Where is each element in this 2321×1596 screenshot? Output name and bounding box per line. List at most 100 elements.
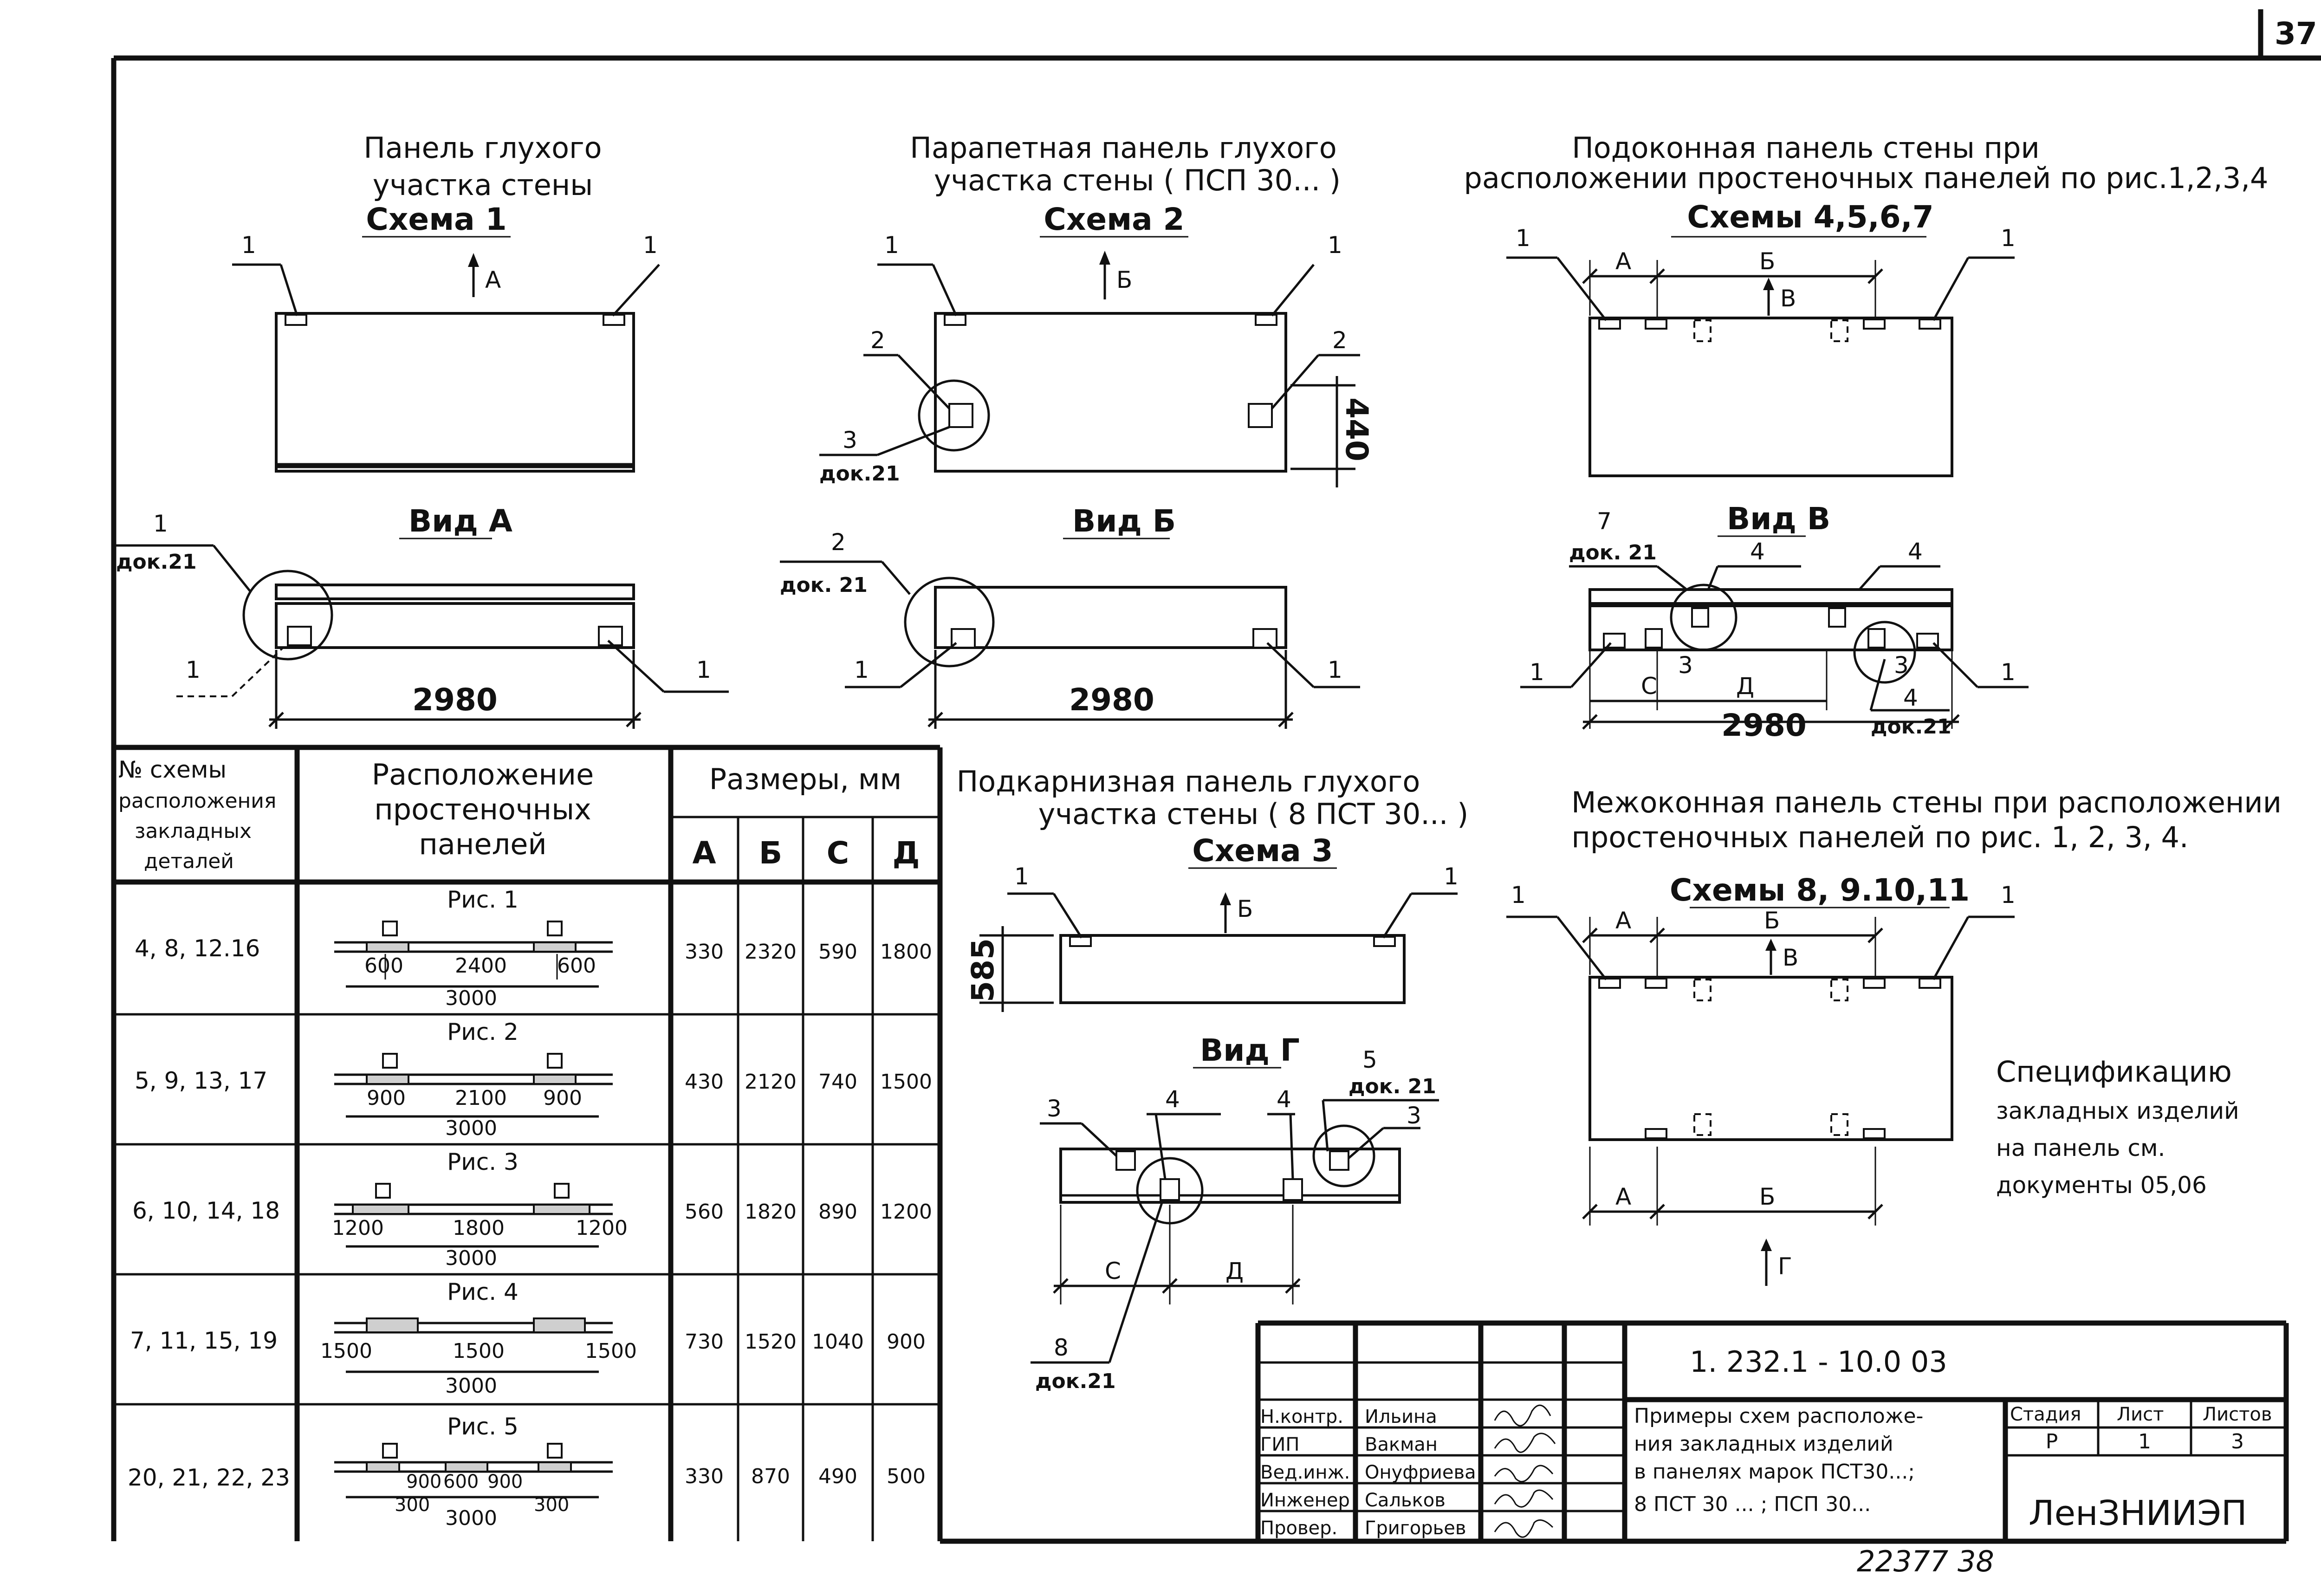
stage-label: Стадия [2010, 1404, 2081, 1425]
scheme8-callout-left: 1 [1511, 882, 1526, 908]
table-head-d: Д [893, 835, 920, 871]
row5-dim4: 900 [487, 1471, 523, 1492]
sheets-value: 3 [2231, 1430, 2244, 1453]
scheme4-view-doc-7: док. 21 [1569, 541, 1657, 564]
row5-schemes: 20, 21, 22, 23 [128, 1464, 290, 1491]
row1-total: 3000 [445, 986, 497, 1010]
row3-dim3: 1200 [576, 1216, 628, 1240]
scheme2-view-callout: 2 [831, 529, 846, 556]
drawing-code: 1. 232.1 - 10.0 03 [1690, 1345, 1947, 1379]
scheme3-callout-8-doc: док.21 [1035, 1369, 1116, 1393]
row2-fig: Рис. 2 [447, 1019, 519, 1045]
scheme3-dim-side: 585 [965, 938, 1001, 1002]
scheme1-title-line2: участка стены [373, 168, 593, 202]
table-row: 20, 21, 22, 23 Рис. 5 300 900 600 900 30… [128, 1413, 926, 1530]
signer-name-5: Григорьев [1365, 1518, 1466, 1539]
scheme1-callout-left: 1 [241, 232, 256, 259]
scheme3-callout-left: 1 [1014, 863, 1029, 890]
row5-a: 330 [685, 1465, 724, 1488]
scheme2-view-doc: док. 21 [780, 573, 868, 597]
signer-name-1: Ильина [1365, 1406, 1437, 1427]
scheme4-view-callout-7: 7 [1597, 508, 1612, 535]
row1-dim3: 600 [557, 954, 596, 978]
scheme2-view-label: Вид Б [1072, 503, 1176, 539]
scheme4-view-panel [1588, 604, 1953, 651]
scheme1-panel [275, 312, 635, 473]
scheme1-callout-right: 1 [643, 232, 658, 259]
scheme3-label: Схема 3 [1192, 833, 1333, 869]
scheme-3: Подкарнизная панель глухого участка стен… [957, 765, 1469, 1393]
scheme1-view-label: Вид А [408, 503, 512, 539]
scheme2-label: Схема 2 [1044, 201, 1184, 237]
scheme8-callout-right: 1 [2001, 882, 2016, 908]
row5-total: 3000 [445, 1506, 497, 1530]
scheme4-view-callout-right: 1 [2001, 659, 2016, 686]
row1-schemes: 4, 8, 12.16 [135, 935, 260, 962]
scheme3-title-line2: участка стены ( 8 ПСТ 30... ) [1038, 797, 1469, 831]
table-row: 4, 8, 12.16 Рис. 1 600 2400 600 3000 330… [135, 886, 932, 1010]
sheet-number: 37 [2275, 16, 2317, 52]
table-head-col1-line4: деталей [144, 850, 234, 873]
row5-d: 500 [887, 1465, 926, 1488]
row3-d: 1200 [880, 1200, 932, 1224]
scheme2-title-line2: участка стены ( ПСП 30... ) [934, 163, 1341, 197]
row2-schemes: 5, 9, 13, 17 [135, 1067, 267, 1094]
scheme1-dim: 2980 [412, 682, 498, 718]
table-head-c: С [827, 835, 849, 871]
signer-role-1: Н.контр. [1260, 1406, 1343, 1427]
scheme8-title-line2: простеночных панелей по рис. 1, 2, 3, 4. [1571, 820, 2188, 854]
scheme-2: Парапетная панель глухого участка стены … [780, 131, 1374, 729]
row3-fig: Рис. 3 [447, 1148, 519, 1175]
scheme3-panel [1059, 934, 1406, 1004]
scheme3-callout-4b: 4 [1277, 1086, 1291, 1113]
signer-role-4: Инженер [1260, 1490, 1350, 1511]
schemes-table: № схемы расположения закладных деталей Р… [114, 745, 943, 1541]
row2-c: 740 [818, 1070, 857, 1094]
scheme4-dim-b: Б [1759, 248, 1775, 275]
row1-dim1: 600 [364, 954, 403, 978]
scheme2-callout-3-doc: док.21 [819, 462, 900, 486]
scheme8-arrow-label: В [1783, 944, 1798, 971]
row3-schemes: 6, 10, 14, 18 [132, 1197, 280, 1224]
title-block: 1. 232.1 - 10.0 03 Н.контр. Ильина ГИП В… [1255, 1320, 2286, 1541]
scheme2-callout-right: 1 [1328, 232, 1342, 259]
scheme4-callout-4b: 4 [1908, 538, 1923, 565]
table-row: 7, 11, 15, 19 Рис. 4 1500 1500 1500 3000… [130, 1278, 926, 1398]
row1-dim2: 2400 [455, 954, 507, 978]
row4-c: 1040 [812, 1330, 864, 1354]
row3-dim1: 1200 [332, 1216, 384, 1240]
table-row: 6, 10, 14, 18 Рис. 3 1200 1800 1200 3000… [132, 1148, 932, 1270]
scheme8-dim-a: А [1615, 907, 1631, 934]
signer-name-4: Сальков [1365, 1490, 1446, 1511]
row4-fig: Рис. 4 [447, 1278, 519, 1305]
scheme3-dim-c: С [1105, 1258, 1121, 1285]
scheme3-callout-4a: 4 [1165, 1086, 1180, 1113]
row4-dim1: 1500 [320, 1339, 372, 1363]
table-head-col2-line1: Расположение [372, 758, 594, 792]
scheme2-callout-left: 1 [884, 232, 899, 259]
scheme4-arrow-label: В [1780, 285, 1796, 312]
table-head-col2-line2: простеночных [374, 792, 591, 826]
signature-marks [1494, 1404, 1556, 1538]
scheme4-dim-d: Д [1736, 673, 1754, 700]
scheme2-view-callout-left: 1 [854, 656, 869, 683]
scheme2-callout-3: 3 [843, 427, 857, 454]
row2-dim3: 900 [543, 1086, 582, 1110]
scheme1-view-callout-right: 1 [696, 656, 711, 683]
scheme1-label: Схема 1 [366, 201, 506, 237]
scheme4-callout-3b: 3 [1894, 652, 1909, 679]
table-head-col2-line3: панелей [419, 827, 546, 861]
row1-c: 590 [818, 940, 857, 964]
scheme3-dim-d: Д [1225, 1258, 1244, 1285]
row5-fig: Рис. 5 [447, 1413, 519, 1440]
row2-a: 430 [685, 1070, 724, 1094]
row2-b: 2120 [745, 1070, 797, 1094]
row4-total: 3000 [445, 1374, 497, 1398]
table-head-col1-line3: закладных [135, 819, 252, 843]
scheme3-callout-3: 3 [1047, 1095, 1062, 1122]
scheme4-callout-right: 1 [2001, 225, 2016, 252]
scheme2-dim-side: 440 [1339, 397, 1374, 461]
scheme8-label: Схемы 8, 9.10,11 [1670, 872, 1970, 908]
